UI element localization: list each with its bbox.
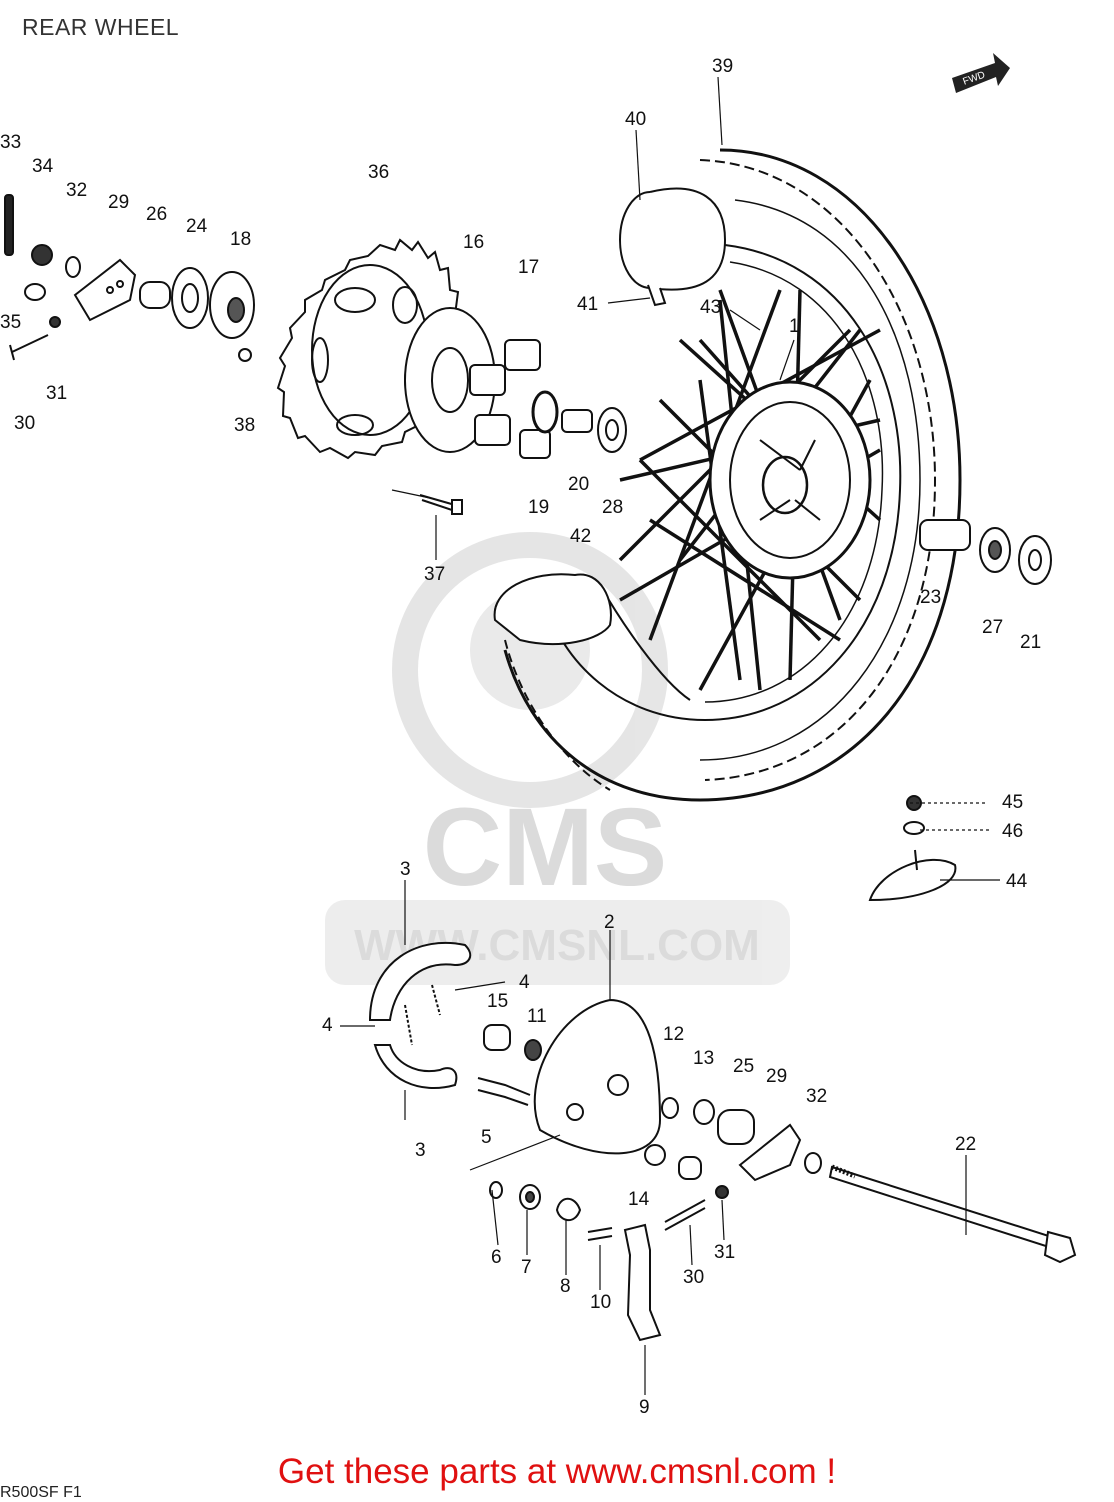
callout-15: 15 [487, 991, 508, 1012]
callout-45: 45 [1002, 792, 1023, 813]
callout-20: 20 [568, 474, 589, 495]
rim [544, 244, 902, 722]
callout-2: 2 [604, 912, 615, 933]
callout-1: 1 [789, 316, 800, 337]
callout-19: 19 [528, 497, 549, 518]
callout-5: 5 [481, 1127, 492, 1148]
hub [708, 380, 872, 580]
callout-38: 38 [234, 415, 255, 436]
callout-33: 33 [0, 132, 21, 153]
callout-9: 9 [639, 1397, 650, 1418]
callout-34: 34 [32, 156, 54, 177]
brake-small-parts [477, 1024, 822, 1342]
page-title: REAR WHEEL [22, 14, 180, 40]
callout-25: 25 [733, 1056, 754, 1077]
sprocket-carrier [404, 307, 627, 459]
watermark-brand: CMS [423, 786, 667, 909]
callout-22: 22 [955, 1134, 976, 1155]
tire-section [493, 573, 612, 646]
callout-36: 36 [368, 162, 389, 183]
callout-8: 8 [560, 1276, 571, 1297]
callout-3-bottom: 3 [415, 1140, 426, 1161]
callout-21: 21 [1020, 632, 1041, 653]
bolt [419, 494, 463, 515]
callout-14: 14 [628, 1189, 650, 1210]
rim-lock-parts [868, 795, 957, 902]
right-axle-parts [919, 519, 1052, 585]
tire-outer [503, 148, 962, 802]
callout-29: 29 [108, 192, 129, 213]
callout-16: 16 [463, 232, 484, 253]
callout-26: 26 [146, 204, 167, 225]
forward-arrow-icon: FWD [952, 53, 1010, 93]
diagram-code: R500SF F1 [0, 1484, 82, 1501]
inner-tube [619, 187, 727, 307]
callout-32: 32 [66, 180, 87, 201]
buy-parts-banner[interactable]: Get these parts at www.cmsnl.com ! [277, 1452, 837, 1491]
callout-29-lower: 29 [766, 1066, 787, 1087]
callout-23: 23 [920, 587, 941, 608]
brake-shoes [368, 941, 472, 1090]
callout-27: 27 [982, 617, 1003, 638]
leader-lines [340, 76, 1000, 1395]
callout-30-lower: 30 [683, 1267, 704, 1288]
rear-wheel [494, 148, 962, 802]
callout-3-top: 3 [400, 859, 411, 880]
callout-28: 28 [602, 497, 623, 518]
callout-4-right: 4 [519, 972, 530, 993]
callout-10: 10 [590, 1292, 611, 1313]
callout-44: 44 [1006, 871, 1028, 892]
callout-30: 30 [14, 413, 35, 434]
callout-6: 6 [491, 1247, 502, 1268]
callout-39: 39 [712, 56, 733, 77]
callout-18: 18 [230, 229, 251, 250]
callout-13: 13 [693, 1048, 714, 1069]
callout-7: 7 [521, 1257, 532, 1278]
brake-panel [533, 998, 666, 1166]
callout-31-lower: 31 [714, 1242, 735, 1263]
tire-tread [699, 159, 937, 781]
callout-32-lower: 32 [806, 1086, 827, 1107]
callout-42: 42 [570, 526, 591, 547]
callout-35: 35 [0, 312, 21, 333]
axle [828, 1164, 1077, 1264]
callout-12: 12 [663, 1024, 684, 1045]
callout-4-left: 4 [322, 1015, 333, 1036]
callout-43: 43 [700, 297, 721, 318]
callout-labels: 39 40 33 34 32 29 26 24 18 36 16 17 35 3… [0, 56, 1041, 1418]
callout-17: 17 [518, 257, 539, 278]
callout-11: 11 [527, 1006, 547, 1027]
callout-46: 46 [1002, 821, 1023, 842]
callout-41: 41 [577, 294, 598, 315]
callout-40: 40 [625, 109, 646, 130]
left-axle-parts [4, 194, 255, 362]
callout-31: 31 [46, 383, 67, 404]
callout-37: 37 [424, 564, 445, 585]
callout-24: 24 [186, 216, 208, 237]
